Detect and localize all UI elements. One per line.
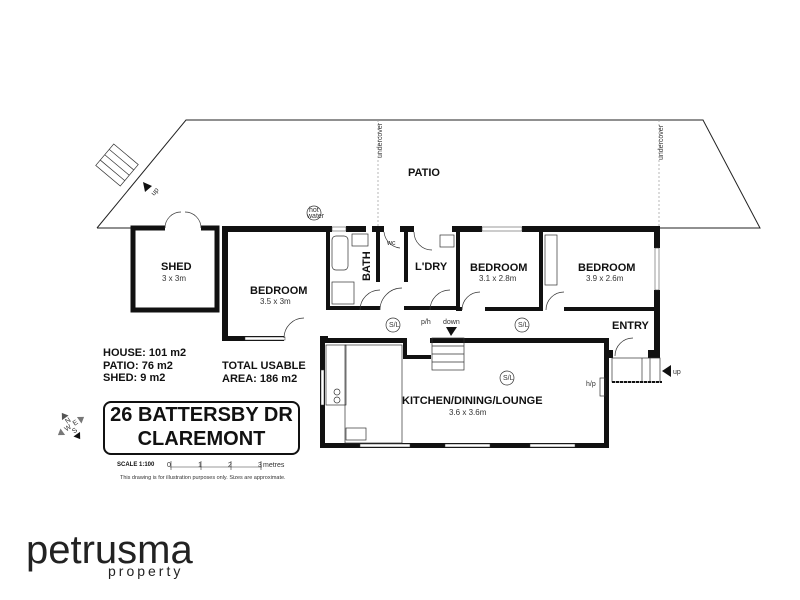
svg-text:N: N — [64, 417, 72, 426]
shed-label: SHED — [161, 261, 192, 273]
bedroom2-size: 3.1 x 2.8m — [479, 274, 517, 283]
hot-water-label: hot — [309, 207, 319, 214]
address-line2: CLAREMONT — [137, 428, 266, 450]
area-summary: HOUSE: 101 m2 PATIO: 76 m2 SHED: 9 m2 — [103, 347, 186, 385]
hp-label: h/p — [586, 381, 596, 388]
total-area-value: AREA: 186 m2 — [222, 372, 298, 385]
patio-roof-outline — [96, 119, 761, 229]
ph-label: p/h — [421, 319, 431, 326]
undercover-label-left: undercover — [377, 122, 384, 158]
wc-label: wc — [386, 240, 396, 247]
svg-text:0: 0 — [167, 462, 171, 469]
down-label: down — [443, 319, 460, 326]
patio-label: PATIO — [408, 167, 440, 179]
bedroom3-label: BEDROOM — [578, 262, 635, 274]
address-box: 26 BATTERSBY DR CLAREMONT — [103, 401, 300, 455]
svg-text:3: 3 — [258, 462, 262, 469]
shed-area: SHED: 9 m2 — [103, 372, 166, 384]
laundry-label: L'DRY — [415, 261, 448, 273]
svg-text:W: W — [64, 424, 74, 434]
skylight-label: S/L — [389, 322, 400, 329]
patio-area: PATIO: 76 m2 — [103, 359, 173, 372]
undercover-label-right: undercover — [658, 124, 665, 160]
total-area: TOTAL USABLE AREA: 186 m2 — [222, 360, 306, 385]
house-walls — [222, 226, 662, 448]
up-label-entry: up — [673, 369, 681, 376]
up-arrow-icon — [662, 365, 671, 377]
up-label-patio: up — [150, 187, 160, 198]
total-area-label: TOTAL USABLE — [222, 360, 306, 372]
compass-icon: N E S W — [57, 412, 85, 440]
svg-text:S: S — [71, 427, 79, 436]
house-area: HOUSE: 101 m2 — [103, 347, 187, 359]
kitchen-size: 3.6 x 3.6m — [449, 408, 487, 417]
bath-label: BATH — [361, 251, 373, 281]
disclaimer: This drawing is for illustration purpose… — [120, 475, 286, 481]
hot-water-label-2: water — [306, 213, 325, 220]
shed: SHED 3 x 3m — [130, 211, 220, 313]
kitchen-label: KITCHEN/DINING/LOUNGE — [402, 395, 543, 407]
scale-label: SCALE 1:100 — [117, 462, 155, 468]
skylight-label: S/L — [518, 322, 529, 329]
up-arrow-icon — [143, 182, 152, 192]
svg-text:E: E — [72, 419, 80, 428]
shed-size: 3 x 3m — [162, 274, 186, 283]
bedroom3-size: 3.9 x 2.6m — [586, 274, 624, 283]
bedroom1-size: 3.5 x 3m — [260, 297, 291, 306]
entry-label: ENTRY — [612, 320, 650, 332]
brand-subtitle: property — [108, 563, 184, 579]
brand-logo: petrusma — [26, 528, 193, 572]
svg-text:metres: metres — [263, 462, 285, 469]
svg-text:1: 1 — [198, 462, 202, 469]
patio-stairs — [95, 143, 139, 187]
scale-bar: 0 1 2 3 metres — [167, 461, 285, 470]
bedroom1-label: BEDROOM — [250, 285, 307, 297]
skylight-label: S/L — [503, 375, 514, 382]
address-line1: 26 BATTERSBY DR — [110, 404, 293, 426]
bedroom2-label: BEDROOM — [470, 262, 527, 274]
down-arrow-icon — [446, 327, 457, 336]
svg-text:2: 2 — [228, 462, 232, 469]
